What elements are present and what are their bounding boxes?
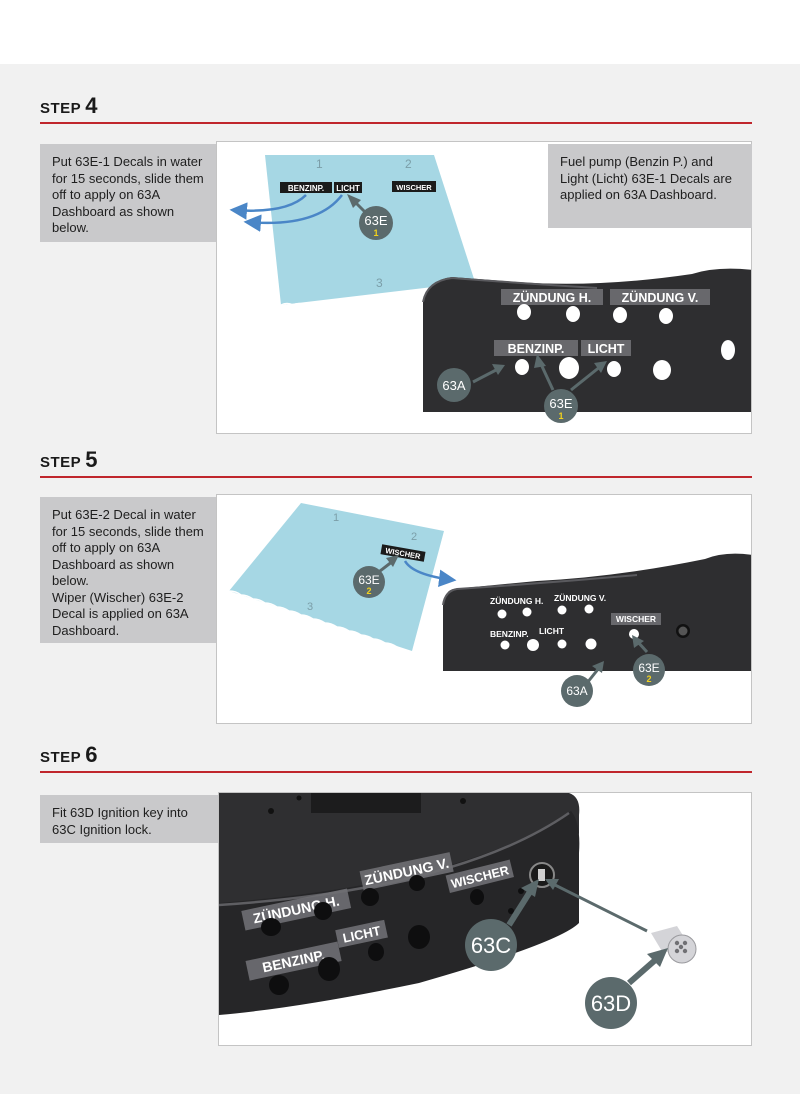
step-4-result-note: Fuel pump (Benzin P.) and Light (Licht) … bbox=[548, 144, 752, 228]
dash-label-wischer: WISCHER bbox=[616, 614, 656, 624]
callout-code: 63C bbox=[471, 933, 511, 958]
dash-label-benzinp: BENZINP. bbox=[490, 629, 529, 639]
callout-code: 63E bbox=[549, 396, 572, 411]
callout-sub: 2 bbox=[646, 674, 651, 684]
dash-label-zundung-h: ZÜNDUNG H. bbox=[490, 596, 543, 606]
callout-63e-2-right bbox=[633, 654, 665, 686]
callout-code: 63E bbox=[638, 661, 659, 675]
callout-63c bbox=[465, 919, 517, 971]
callout-63a bbox=[437, 368, 471, 402]
step-4-instruction: Put 63E-1 Decals in water for 15 seconds… bbox=[40, 144, 216, 242]
step-5-illustration: 1 2 3 WISCHER 63E 2 ZÜNDUNG H. ZÜNDUNG V… bbox=[216, 494, 752, 724]
callout-code: 63A bbox=[442, 378, 465, 393]
step-6-illustration: ZÜNDUNG H. ZÜNDUNG V. WISCHER BENZINP. L… bbox=[218, 792, 752, 1046]
callout-code: 63D bbox=[591, 991, 631, 1016]
sheet-number-1: 1 bbox=[333, 512, 339, 524]
page-top-band bbox=[0, 0, 800, 64]
dash-label-zundung-v: ZÜNDUNG V. bbox=[622, 290, 699, 305]
dash-label-zundung-h: ZÜNDUNG H. bbox=[513, 290, 591, 305]
sheet-number-2: 2 bbox=[405, 157, 412, 171]
step-number: 5 bbox=[85, 447, 98, 472]
step-4-drawing: 1 2 3 BENZINP. LICHT WISCHER 63E 1 ZÜNDU… bbox=[229, 155, 751, 423]
callout-code: 63E bbox=[358, 573, 379, 587]
callout-63e-1-bottom bbox=[544, 389, 578, 423]
callout-63e-1 bbox=[359, 206, 393, 240]
dash-label-zundung-v: ZÜNDUNG V. bbox=[554, 593, 606, 603]
callout-code: 63A bbox=[566, 684, 587, 698]
sheet-decal-licht: LICHT bbox=[336, 184, 360, 193]
sheet-number-1: 1 bbox=[316, 157, 323, 171]
callout-63e-2 bbox=[353, 566, 385, 598]
sheet-number-3: 3 bbox=[307, 601, 313, 613]
callout-code: 63E bbox=[364, 213, 387, 228]
step-word: STEP bbox=[40, 454, 82, 471]
step-word: STEP bbox=[40, 100, 82, 117]
step-number: 6 bbox=[85, 742, 98, 767]
step-word: STEP bbox=[40, 749, 82, 766]
dash-label-licht: LICHT bbox=[588, 342, 625, 356]
step-6-drawing: ZÜNDUNG H. ZÜNDUNG V. WISCHER BENZINP. L… bbox=[219, 793, 697, 1029]
sheet-decal-benzinp: BENZINP. bbox=[288, 184, 324, 193]
dash-label-benzinp: BENZINP. bbox=[508, 342, 565, 356]
callout-sub: 2 bbox=[366, 586, 371, 596]
step-5-instruction: Put 63E-2 Decal in water for 15 seconds,… bbox=[40, 497, 216, 643]
sheet-decal-wischer: WISCHER bbox=[396, 183, 432, 192]
dashboard-63a bbox=[443, 553, 751, 671]
callout-63d bbox=[585, 977, 637, 1029]
step-5-drawing: 1 2 3 WISCHER 63E 2 ZÜNDUNG H. ZÜNDUNG V… bbox=[228, 503, 751, 707]
step-6-instruction: Fit 63D Ignition key into 63C Ignition l… bbox=[40, 795, 218, 843]
callout-63a bbox=[561, 675, 593, 707]
callout-sub: 1 bbox=[558, 411, 563, 421]
decal-sheet bbox=[229, 503, 444, 651]
sheet-number-2: 2 bbox=[411, 531, 417, 543]
callout-sub: 1 bbox=[373, 228, 378, 238]
sheet-number-3: 3 bbox=[376, 276, 383, 290]
step-number: 4 bbox=[85, 93, 98, 118]
dash-label-licht: LICHT bbox=[539, 626, 565, 636]
